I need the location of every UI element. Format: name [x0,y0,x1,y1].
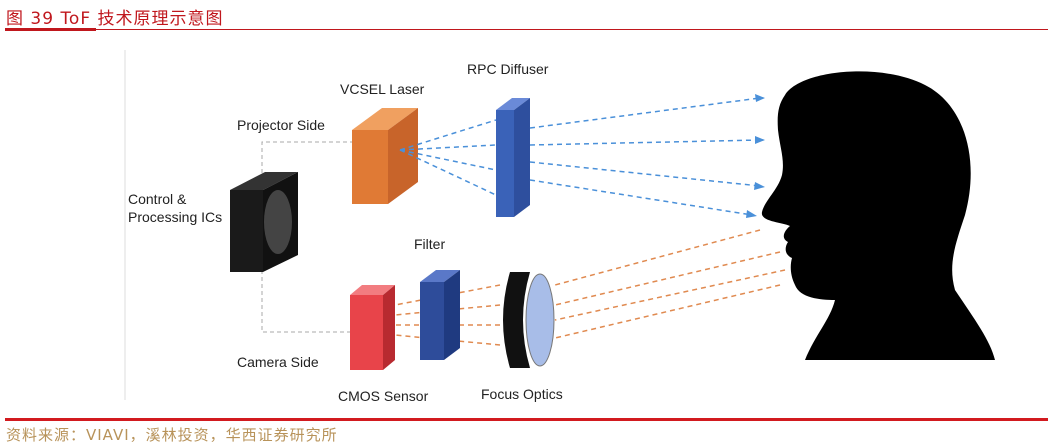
figure-title: 图 39 ToF 技术原理示意图 [6,9,224,29]
projector-connector [261,141,352,180]
control-label-line1: Control & [128,191,187,207]
focus-optics-label: Focus Optics [481,386,563,402]
rpc-diffuser [496,98,530,217]
cmos-label: CMOS Sensor [338,388,429,404]
reflected-light [394,229,786,346]
title-divider [5,29,1048,30]
human-head-silhouette [761,71,995,361]
title-divider-accent [5,28,96,31]
filter-label: Filter [414,236,445,252]
vcsel-laser [352,108,418,204]
source-divider [5,418,1048,421]
emitted-arrowheads [746,94,765,218]
vcsel-label: VCSEL Laser [340,81,425,97]
cmos-sensor [350,285,395,370]
camera-connector [261,270,352,333]
rpc-diffuser-label: RPC Diffuser [467,61,549,77]
control-label-line2: Processing ICs [128,209,222,225]
projector-side-label: Projector Side [237,117,325,133]
filter [420,270,460,360]
camera-side-label: Camera Side [237,354,319,370]
processing-ic-chip [230,172,298,272]
source-note: 资料来源：VIAVI，溪林投资，华西证券研究所 [6,426,338,444]
focus-optics-lens [503,272,555,368]
emitted-light [399,97,761,216]
